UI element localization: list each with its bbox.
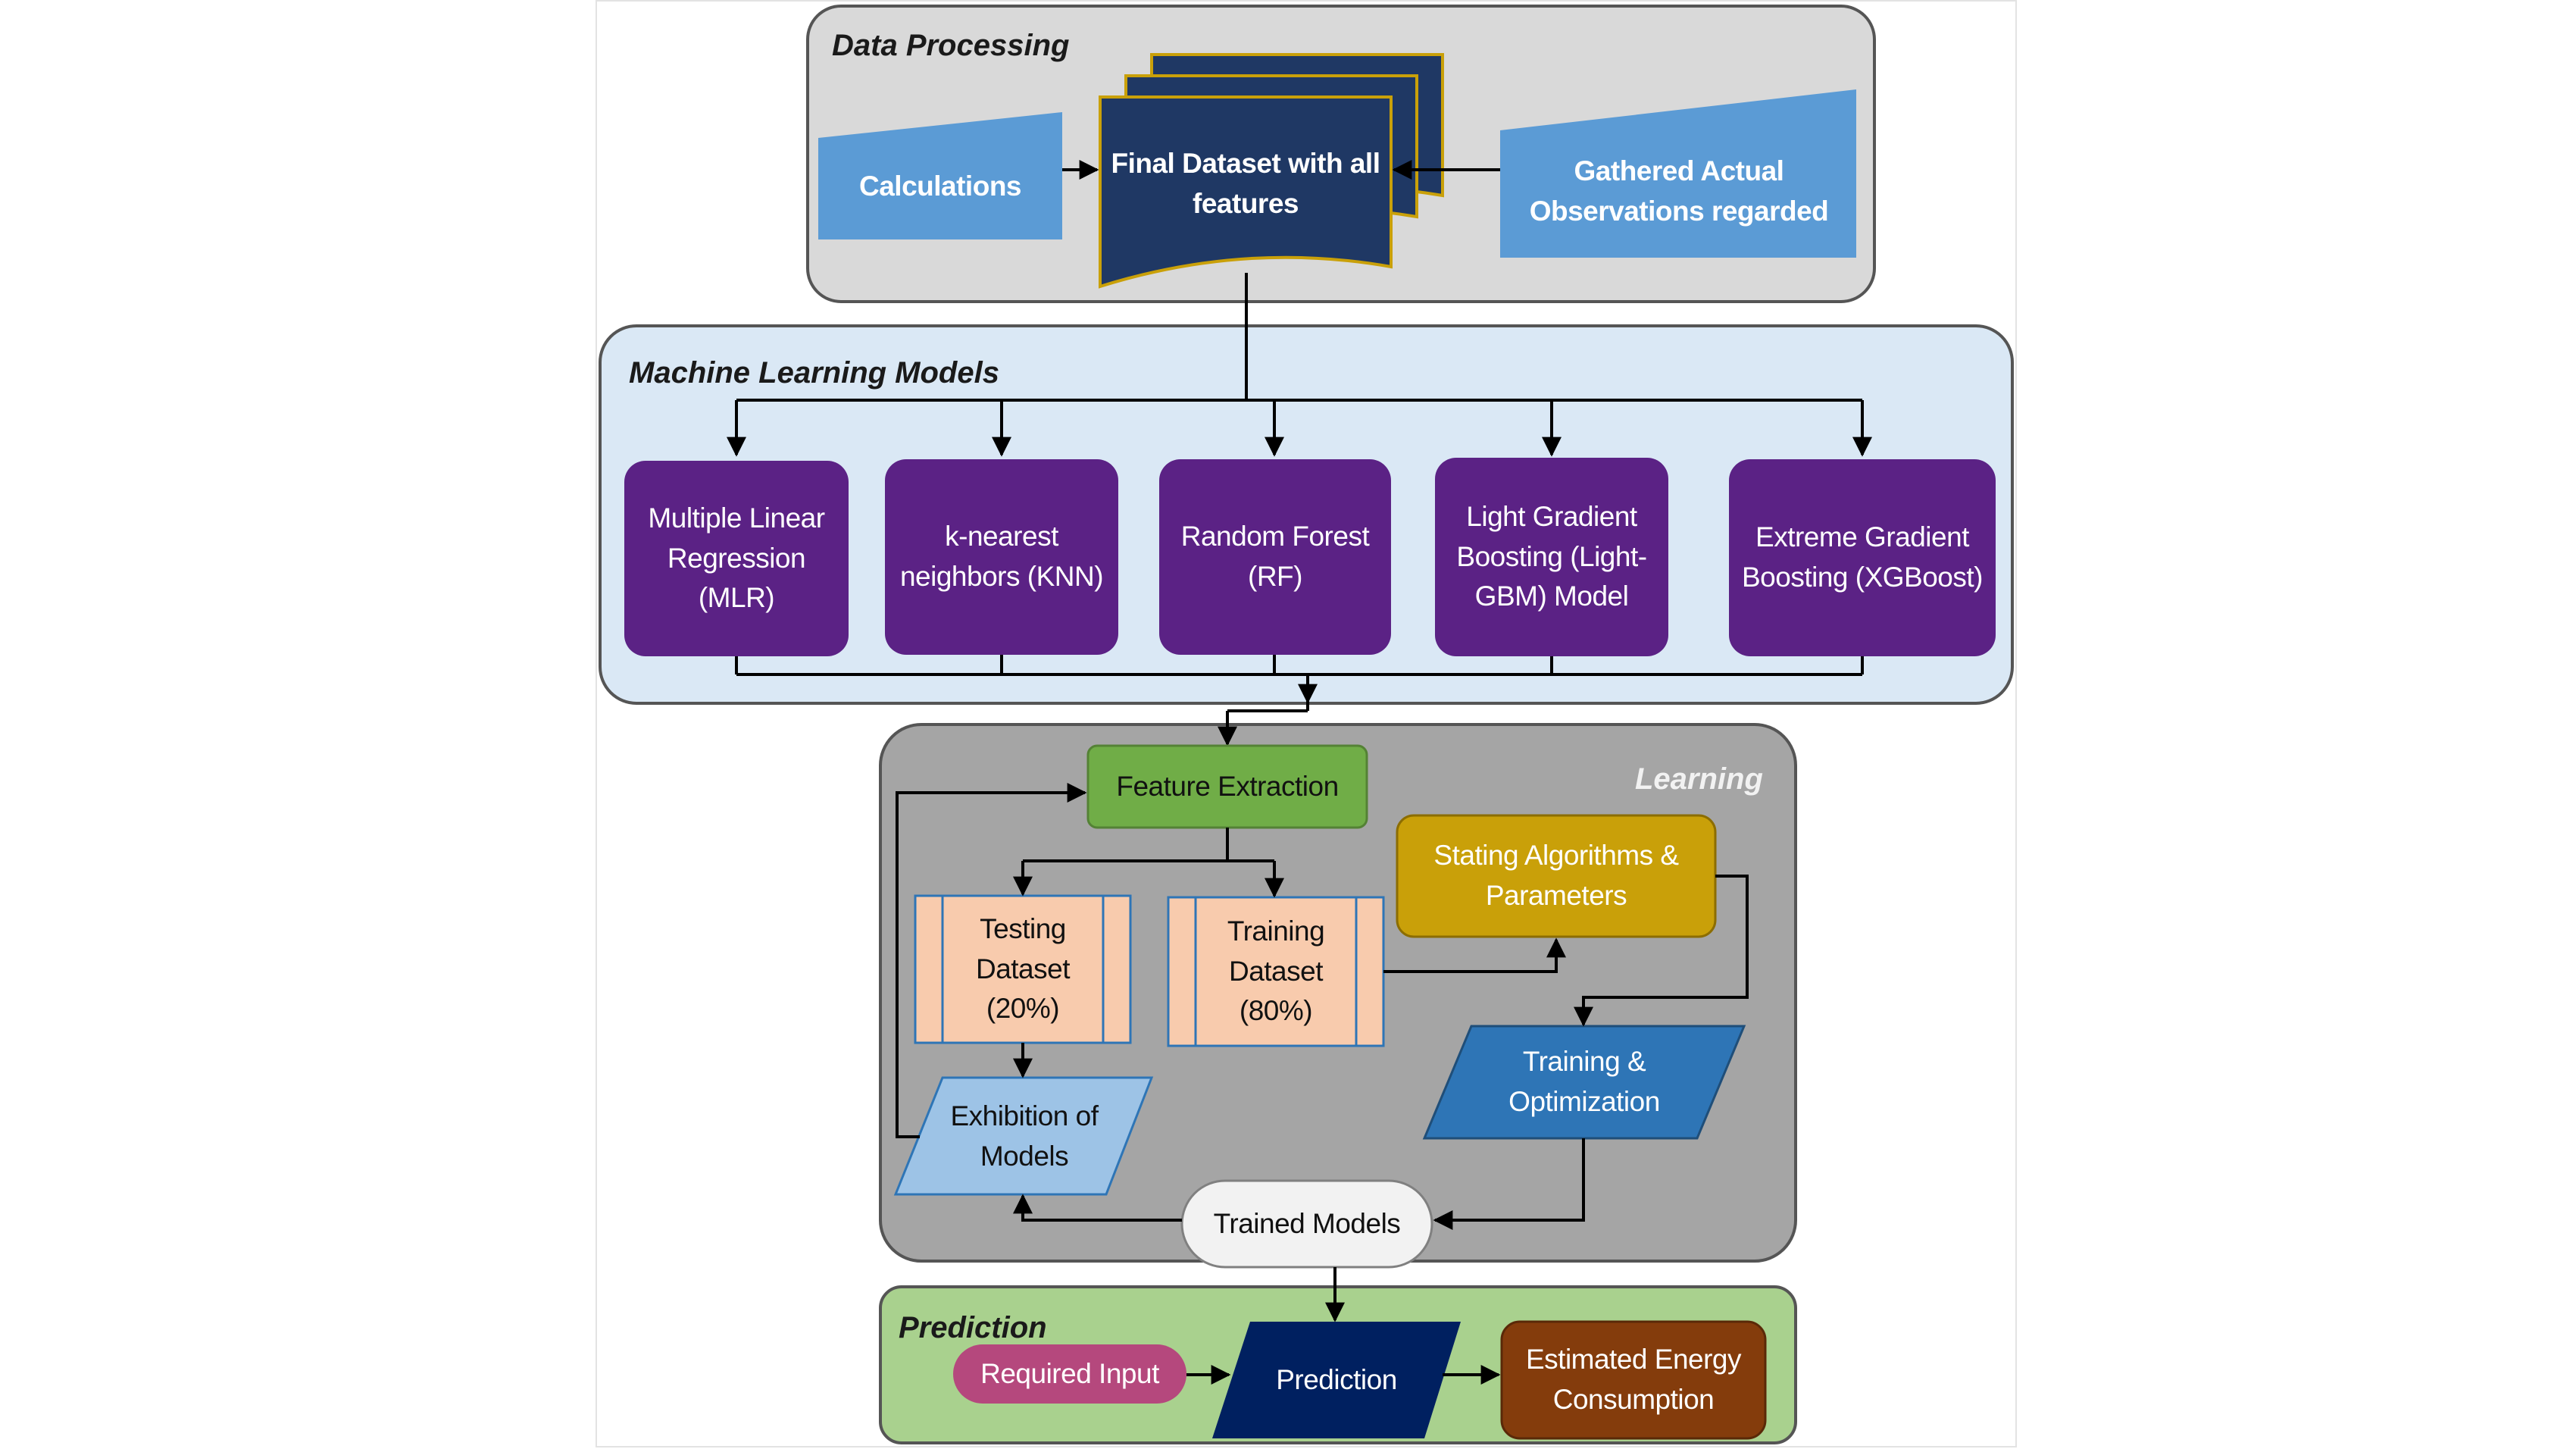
estimated-label: Estimated Energy Consumption — [1525, 1344, 1742, 1415]
prediction-label: Prediction — [1276, 1363, 1397, 1395]
estimated-shape — [1500, 1320, 1767, 1440]
trained-models-label: Trained Models — [1213, 1207, 1401, 1239]
gathered-shape — [1500, 89, 1856, 258]
model-lightgbm: Light Gradient Boosting (Light-GBM) Mode… — [1435, 458, 1668, 656]
model-rf: Random Forest (RF) — [1159, 459, 1391, 655]
required-input-label: Required Input — [980, 1357, 1159, 1389]
learning-title: Learning — [1635, 762, 1763, 796]
prediction-shape — [1212, 1322, 1461, 1438]
testing-label: Testing Dataset (20%) — [975, 913, 1071, 1025]
stating-label: Stating Algorithms & Parameters — [1433, 840, 1679, 911]
gathered-label: Gathered Actual Observations regarded — [1529, 155, 1829, 227]
exhibition-label: Exhibition of Models — [950, 1100, 1099, 1172]
training-label: Training Dataset (80%) — [1227, 915, 1325, 1027]
final-dataset-stack — [1099, 53, 1444, 289]
trained-models-shape — [1180, 1179, 1433, 1269]
ml-models-title: Machine Learning Models — [629, 356, 999, 390]
calculations-shape — [818, 112, 1062, 239]
calculations-label: Calculations — [859, 170, 1022, 202]
training-optimization-shape — [1422, 1025, 1746, 1140]
required-input-shape — [953, 1344, 1186, 1404]
figure-frame — [596, 0, 2017, 1447]
feature-extraction-label: Feature Extraction — [1116, 770, 1339, 802]
model-xgboost: Extreme Gradient Boosting (XGBoost) — [1729, 459, 1996, 656]
final-dataset-label: Final Dataset with all features — [1111, 148, 1380, 219]
prediction-title: Prediction — [899, 1311, 1047, 1344]
model-mlr: Multiple Linear Regression (MLR) — [624, 461, 849, 656]
model-knn: k-nearest neighbors (KNN) — [885, 459, 1118, 655]
testing-shape — [914, 894, 1132, 1044]
exhibition-shape — [893, 1076, 1154, 1196]
data-processing-title: Data Processing — [832, 29, 1070, 62]
training-optimization-label: Training & Optimization — [1508, 1046, 1660, 1117]
